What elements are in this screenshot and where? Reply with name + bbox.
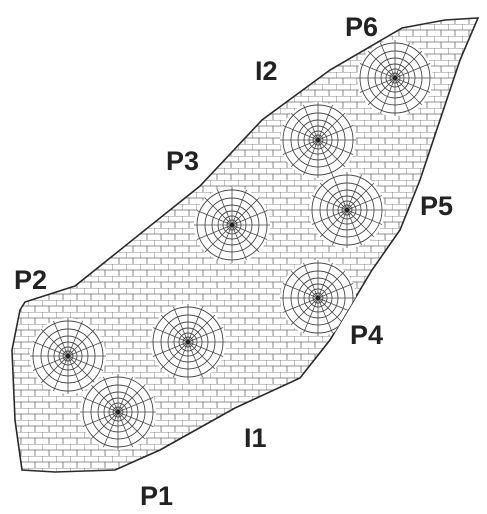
well-p3 bbox=[194, 187, 270, 263]
label-p3: P3 bbox=[166, 146, 199, 176]
label-i1: I1 bbox=[244, 423, 267, 453]
well-p6 bbox=[357, 40, 433, 116]
label-p1: P1 bbox=[140, 481, 173, 511]
well-i1 bbox=[80, 374, 156, 450]
label-p2: P2 bbox=[14, 265, 47, 295]
well-p5 bbox=[309, 172, 385, 248]
label-p5: P5 bbox=[420, 191, 453, 221]
label-p6: P6 bbox=[345, 12, 378, 42]
grid-domain bbox=[12, 18, 478, 472]
well-i2 bbox=[280, 102, 356, 178]
well-p4 bbox=[280, 260, 356, 336]
label-i2: I2 bbox=[255, 56, 278, 86]
well-center bbox=[150, 304, 226, 380]
label-p4: P4 bbox=[350, 320, 383, 350]
